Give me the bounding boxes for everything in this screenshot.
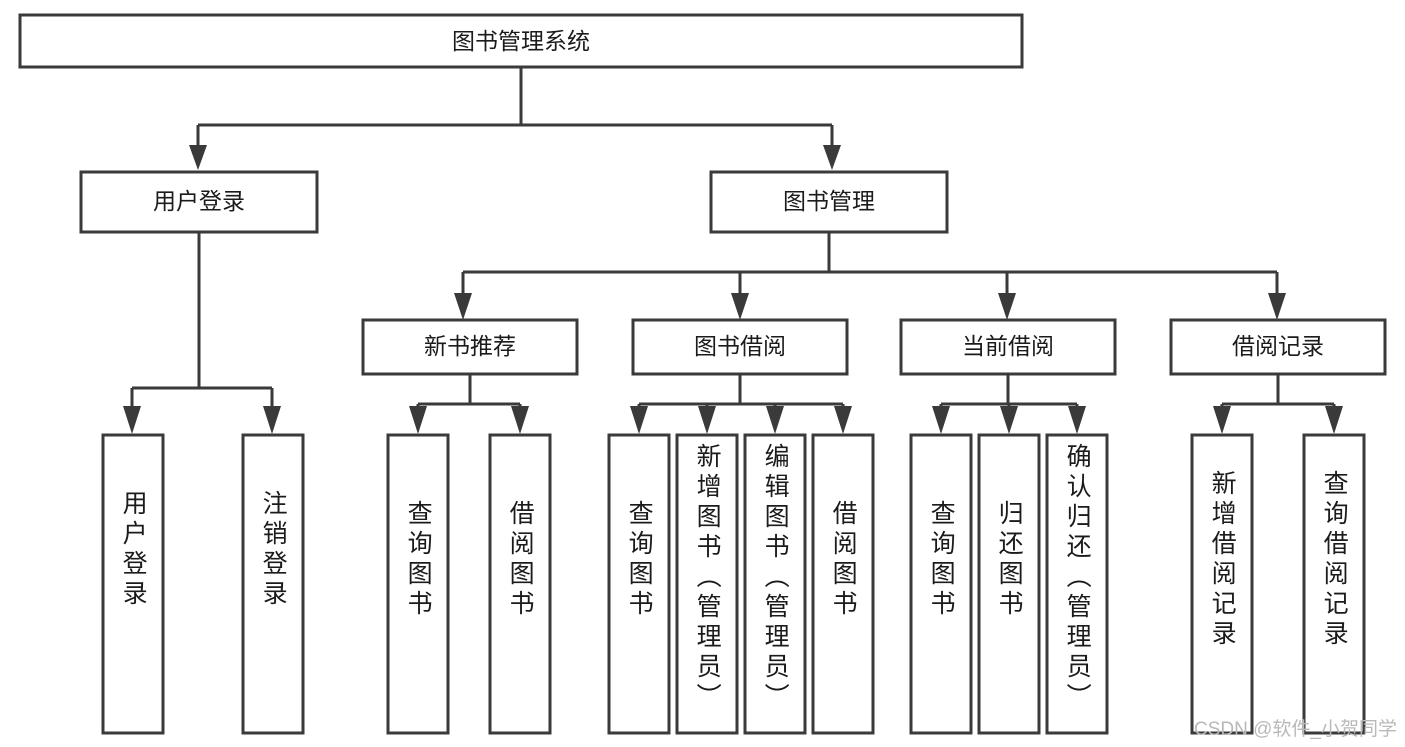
node-new-book-recommend-label: 新书推荐 [424,333,516,359]
leaf-box-nbr-borrow-book[interactable] [488,433,552,735]
arrow-head-record-leaf1 [1213,406,1231,434]
arrow-head-record [1268,293,1286,320]
arrow-head-current-leaf1 [932,406,950,434]
leaf-box-nbr-query-book[interactable] [386,433,450,735]
arrow-head-borrow-leaf2 [698,406,716,434]
arrow-head-current-leaf2 [1000,406,1018,434]
leaf-box-bb-add-book[interactable] [675,433,739,735]
arrow-head-user-login [189,145,207,170]
arrow-head-current [998,293,1016,320]
arrow-head-book-manage [823,145,841,170]
node-book-manage-box[interactable] [709,170,949,234]
arrow-head-leaf-user-login [123,406,141,434]
node-current-borrow-label: 当前借阅 [962,333,1054,359]
leaf-box-bb-edit-book[interactable] [743,433,807,735]
arrow-head-borrow-leaf4 [834,406,852,434]
arrow-head-borrow-leaf1 [630,406,648,434]
node-root-label: 图书管理系统 [452,28,590,54]
leaf-box-br-add-record[interactable] [1190,433,1254,735]
node-book-borrow-label: 图书借阅 [694,333,786,359]
arrow-head-current-leaf3 [1068,406,1086,434]
arrow-head-newbook-leaf1 [409,406,427,434]
node-book-borrow-box[interactable] [631,318,849,376]
leaf-box-logout[interactable] [241,433,305,735]
node-book-manage-label: 图书管理 [783,188,875,214]
node-user-login-label: 用户登录 [153,188,245,214]
arrow-head-borrow [731,293,749,320]
arrow-head-newbook-leaf2 [511,406,529,434]
leaf-box-cb-return-book[interactable] [977,433,1041,735]
arrow-head-newbook [454,293,472,320]
arrow-head-record-leaf2 [1325,406,1343,434]
leaf-box-cb-query-book[interactable] [909,433,973,735]
leaf-box-bb-query-book[interactable] [607,433,671,735]
node-root-box[interactable] [18,13,1024,69]
leaf-box-user-login[interactable] [101,433,165,735]
node-new-book-recommend-box[interactable] [361,318,579,376]
leaf-box-br-query-record[interactable] [1302,433,1366,735]
arrow-head-borrow-leaf3 [766,406,784,434]
leaf-box-bb-borrow-book[interactable] [811,433,875,735]
node-current-borrow-box[interactable] [899,318,1117,376]
leaf-box-cb-confirm-return[interactable] [1045,433,1109,735]
node-borrow-record-box[interactable] [1169,318,1387,376]
node-borrow-record-label: 借阅记录 [1232,333,1324,359]
arrow-head-leaf-logout [263,406,281,434]
